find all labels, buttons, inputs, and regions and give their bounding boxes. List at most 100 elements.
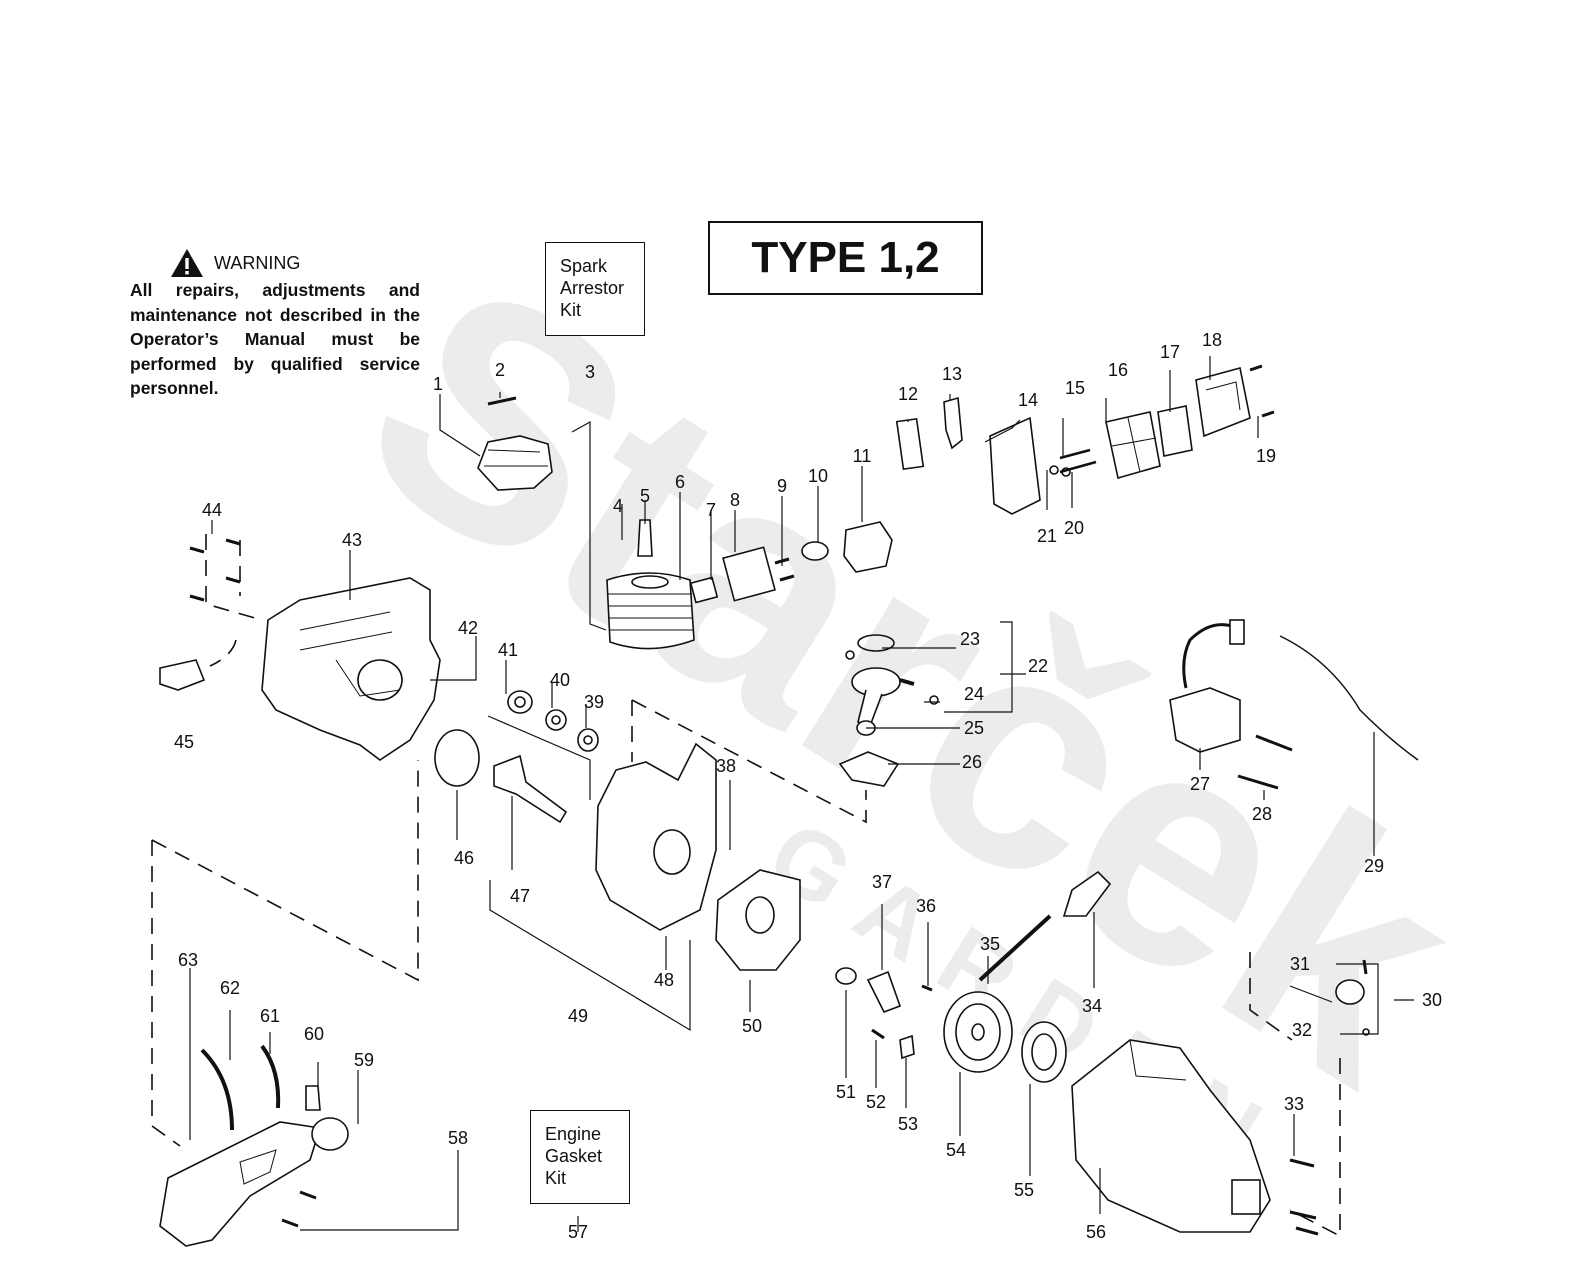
part-starter-shaft — [866, 970, 902, 1014]
part-filter-base — [989, 416, 1041, 515]
part-starter-housing — [1071, 1039, 1271, 1233]
part-insulator — [722, 546, 776, 602]
label-part-33: 33 — [1284, 1094, 1304, 1114]
label-part-36: 36 — [916, 896, 936, 916]
warning-title: WARNING — [214, 252, 301, 273]
label-part-6: 6 — [675, 472, 685, 492]
label-part-61: 61 — [260, 1006, 280, 1026]
part-crankshaft — [493, 754, 568, 824]
label-part-53: 53 — [898, 1114, 918, 1134]
label-part-21: 21 — [1037, 526, 1057, 546]
warning-text: All repairs, adjustments and maintenance… — [130, 280, 420, 398]
part-ground-wire — [1279, 635, 1419, 761]
label-part-22: 22 — [1028, 656, 1048, 676]
label-part-12: 12 — [898, 384, 918, 404]
part-starter-washer — [835, 967, 857, 985]
label-part-59: 59 — [354, 1050, 374, 1070]
label-part-1: 1 — [433, 374, 443, 394]
label-part-30: 30 — [1422, 990, 1442, 1010]
label-part-46: 46 — [454, 848, 474, 868]
label-part-47: 47 — [510, 886, 530, 906]
part-recoil-spring — [1021, 1021, 1067, 1083]
label-part-3: 3 — [585, 362, 595, 382]
label-part-54: 54 — [946, 1140, 966, 1160]
label-part-43: 43 — [342, 530, 362, 550]
part-filter-screws — [1059, 448, 1097, 474]
leader-lines-top — [439, 356, 1259, 631]
part-filter-grid — [1105, 411, 1161, 480]
part-intake-gasket — [689, 576, 719, 604]
label-part-55: 55 — [1014, 1180, 1034, 1200]
label-part-20: 20 — [1064, 518, 1084, 538]
label-part-4: 4 — [613, 496, 623, 516]
label-part-42: 42 — [458, 618, 478, 638]
part-carburetor — [843, 521, 893, 573]
label-part-25: 25 — [964, 718, 984, 738]
warning-triangle-icon — [171, 249, 203, 277]
label-part-34: 34 — [1082, 996, 1102, 1016]
label-part-57: 57 — [568, 1222, 588, 1242]
dashed-guides — [151, 534, 1341, 1238]
type-title: TYPE 1,2 — [708, 221, 983, 295]
part-housing-bolts — [1289, 1158, 1319, 1236]
label-part-50: 50 — [742, 1016, 762, 1036]
engine-gasket-kit-box: Engine Gasket Kit — [530, 1110, 630, 1204]
part-fuel-line-2 — [260, 1044, 281, 1109]
part-plate — [895, 417, 925, 471]
label-part-13: 13 — [942, 364, 962, 384]
part-carb-gasket — [801, 541, 829, 561]
spark-arrestor-kit-box: Spark Arrestor Kit — [545, 242, 645, 336]
label-part-58: 58 — [448, 1128, 468, 1148]
label-part-60: 60 — [304, 1024, 324, 1044]
part-fuel-line — [200, 1048, 234, 1131]
label-part-8: 8 — [730, 490, 740, 510]
label-part-15: 15 — [1065, 378, 1085, 398]
label-part-24: 24 — [964, 684, 984, 704]
label-part-45: 45 — [174, 732, 194, 752]
part-fuel-tank — [159, 1121, 322, 1247]
part-number-labels: 1 2 3 4 5 6 7 8 9 10 11 12 13 14 15 16 1… — [174, 330, 1442, 1242]
label-part-16: 16 — [1108, 360, 1128, 380]
label-part-14: 14 — [1018, 390, 1038, 410]
label-part-28: 28 — [1252, 804, 1272, 824]
label-part-52: 52 — [866, 1092, 886, 1112]
label-part-2: 2 — [495, 360, 505, 380]
part-piston-ring — [857, 634, 895, 652]
part-washer — [1049, 465, 1059, 475]
label-part-62: 62 — [220, 978, 240, 998]
part-starter-handle — [1062, 870, 1112, 917]
label-part-17: 17 — [1160, 342, 1180, 362]
part-cover-screws — [1249, 364, 1275, 418]
part-coil-screws — [1237, 734, 1293, 790]
label-part-51: 51 — [836, 1082, 856, 1102]
part-clip — [899, 1034, 915, 1060]
part-starter-screws — [871, 984, 933, 1040]
leader-lines-bottom — [189, 520, 1414, 1232]
part-spark-screen — [487, 396, 517, 406]
label-part-63: 63 — [178, 950, 198, 970]
part-pulley — [943, 991, 1013, 1073]
label-part-48: 48 — [654, 970, 674, 990]
part-crankcase-half — [715, 869, 801, 971]
watermark: Starček GARDEN — [310, 207, 1519, 1200]
part-tank-screws — [281, 1190, 317, 1228]
part-starter-rope — [978, 914, 1052, 982]
part-ignition-coil — [1169, 619, 1245, 753]
label-part-44: 44 — [202, 500, 222, 520]
part-filter-element — [1157, 405, 1193, 457]
label-part-37: 37 — [872, 872, 892, 892]
label-part-7: 7 — [706, 500, 716, 520]
part-fuel-cap — [311, 1117, 349, 1151]
part-filter-cover — [1195, 367, 1251, 438]
label-part-35: 35 — [980, 934, 1000, 954]
label-part-29: 29 — [1364, 856, 1384, 876]
part-piston-assembly — [845, 650, 939, 736]
label-part-27: 27 — [1190, 774, 1210, 794]
part-bearings — [507, 690, 599, 752]
label-part-23: 23 — [960, 629, 980, 649]
part-washer-2 — [1061, 467, 1071, 477]
part-muffler — [477, 435, 553, 491]
part-choke-lever — [943, 396, 963, 450]
part-housing-screws — [189, 538, 241, 602]
